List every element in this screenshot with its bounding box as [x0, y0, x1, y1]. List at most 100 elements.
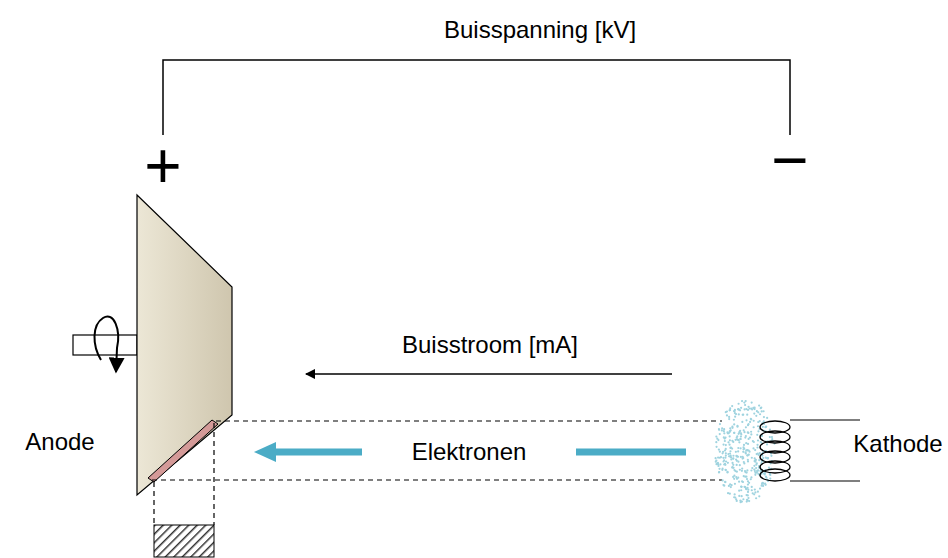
- electron-dot: [729, 409, 731, 411]
- electron-dot: [726, 471, 728, 473]
- electron-dot: [768, 467, 770, 469]
- electron-dot: [733, 478, 735, 480]
- electron-dot: [735, 413, 737, 415]
- electron-dot: [754, 460, 756, 462]
- electron-dot: [753, 441, 755, 443]
- electron-dot: [722, 479, 724, 481]
- electron-dot: [732, 457, 734, 459]
- electron-dot: [720, 456, 722, 458]
- electron-dot: [728, 418, 730, 420]
- electron-dot: [748, 438, 750, 440]
- filament-coil: [760, 421, 790, 481]
- electron-dot: [745, 452, 747, 454]
- electron-dot: [724, 440, 726, 442]
- electron-dot: [761, 482, 763, 484]
- electron-dot: [747, 406, 749, 408]
- electron-dot: [748, 449, 750, 451]
- electron-dot: [753, 412, 755, 414]
- electron-dot: [734, 416, 736, 418]
- electron-dot: [769, 429, 771, 431]
- electron-dot: [762, 482, 764, 484]
- electron-dot: [758, 459, 760, 461]
- electron-dot: [723, 428, 725, 430]
- electron-dot: [741, 421, 743, 423]
- voltage-label: Buisspanning [kV]: [444, 18, 636, 42]
- electron-dot: [750, 418, 752, 420]
- electron-dot: [754, 488, 756, 490]
- electron-dot: [744, 404, 746, 406]
- electron-dot: [736, 500, 738, 502]
- electron-dot: [741, 480, 743, 482]
- electron-dot: [715, 446, 717, 448]
- electron-dot: [722, 484, 724, 486]
- electron-dot: [733, 496, 735, 498]
- electron-dot: [751, 457, 753, 459]
- electron-dot: [729, 427, 731, 429]
- electron-dot: [756, 446, 758, 448]
- electron-dot: [754, 470, 756, 472]
- electron-dot: [716, 462, 718, 464]
- electron-dot: [725, 448, 727, 450]
- electron-dot: [752, 440, 754, 442]
- electron-dot: [718, 468, 720, 470]
- electron-dot: [745, 476, 747, 478]
- electron-dot: [729, 450, 731, 452]
- electron-dot: [745, 426, 747, 428]
- electron-dot: [742, 498, 744, 500]
- anode-disc: [137, 195, 232, 495]
- electron-dot: [757, 469, 759, 471]
- electron-dot: [737, 456, 739, 458]
- electron-dot: [721, 429, 723, 431]
- electron-dot: [769, 477, 771, 479]
- electron-dot: [751, 408, 753, 410]
- electron-dot: [723, 485, 725, 487]
- electron-dot: [752, 447, 754, 449]
- electron-dot: [739, 430, 741, 432]
- electron-dot: [763, 416, 765, 418]
- electron-dot: [751, 489, 753, 491]
- electron-dot: [723, 463, 725, 465]
- electron-dot: [728, 444, 730, 446]
- electron-dot: [723, 432, 725, 434]
- electron-dot: [736, 438, 738, 440]
- electron-dot: [717, 456, 719, 458]
- electron-dot: [724, 436, 726, 438]
- electron-dot: [771, 436, 773, 438]
- electron-dot: [762, 410, 764, 412]
- electron-dot: [754, 406, 756, 408]
- electron-dot: [770, 455, 772, 457]
- electron-dot: [733, 432, 735, 434]
- electron-dot: [769, 436, 771, 438]
- electron-dot: [719, 463, 721, 465]
- electron-dot: [723, 430, 725, 432]
- electron-dot: [740, 500, 742, 502]
- electron-dot: [746, 469, 748, 471]
- electron-dot: [771, 438, 773, 440]
- electron-dot: [757, 425, 759, 427]
- electron-dot: [749, 421, 751, 423]
- electron-dot: [719, 433, 721, 435]
- electron-dot: [745, 494, 747, 496]
- electron-dot: [736, 425, 738, 427]
- electron-dot: [765, 477, 767, 479]
- electron-dot: [737, 450, 739, 452]
- electron-dot: [728, 455, 730, 457]
- electron-dot: [718, 428, 720, 430]
- electron-dot: [747, 483, 749, 485]
- current-arrow: [306, 373, 672, 374]
- anode-label: Anode: [25, 430, 94, 454]
- electron-dot: [734, 483, 736, 485]
- electron-dot: [728, 416, 730, 418]
- electron-dot: [722, 451, 724, 453]
- electron-dot: [729, 407, 731, 409]
- anode-axle: [73, 335, 137, 355]
- electron-dot: [726, 410, 728, 412]
- electron-dot: [745, 435, 747, 437]
- electron-dot: [731, 426, 733, 428]
- anode-target: [148, 420, 218, 482]
- electron-dot: [746, 487, 748, 489]
- electron-dot: [726, 431, 728, 433]
- electron-dot: [741, 470, 743, 472]
- electron-dot: [730, 456, 732, 458]
